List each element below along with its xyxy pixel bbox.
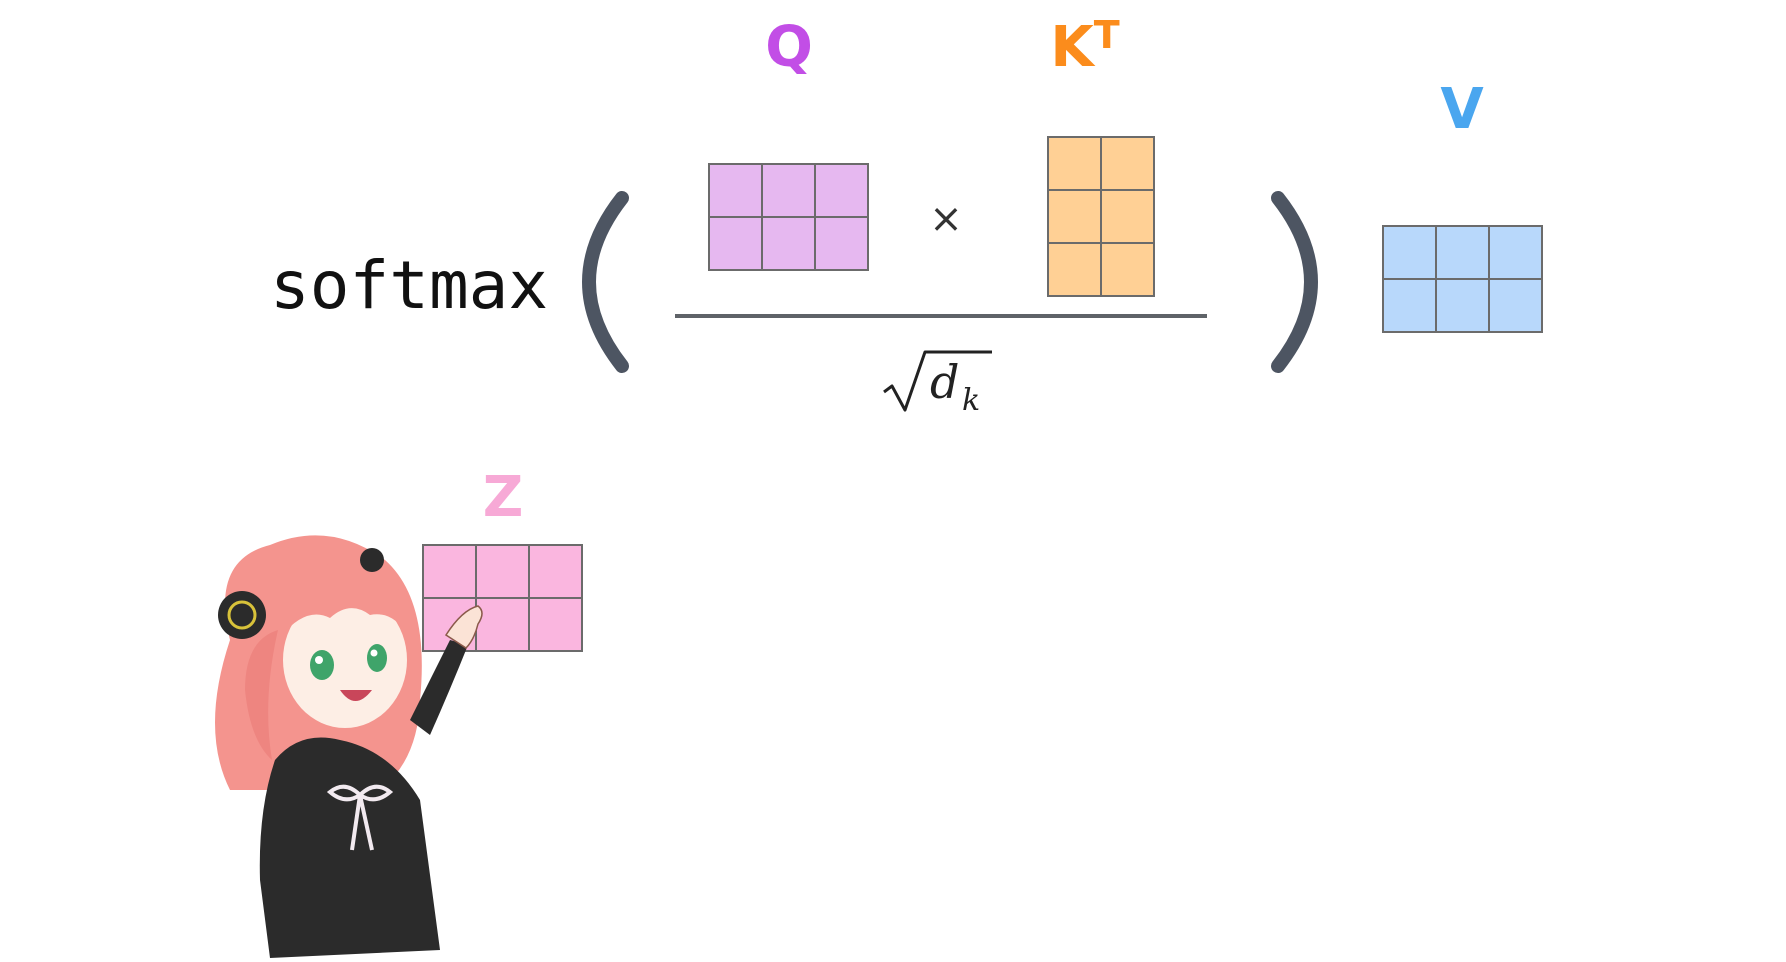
- eye-right: [367, 644, 387, 672]
- left-parenthesis: [582, 191, 629, 373]
- denominator-subscript-k: k: [962, 383, 980, 418]
- face: [283, 592, 407, 728]
- denominator-d: d: [930, 355, 959, 409]
- v-matrix-cell: [1382, 225, 1437, 280]
- sqrt-dk: d k: [883, 350, 992, 418]
- z-matrix-cell: [422, 544, 477, 599]
- z-matrix-cell: [528, 597, 583, 652]
- hair-ornament-left-inner: [227, 600, 257, 630]
- k-label-main: K: [1050, 15, 1096, 80]
- v-matrix-cell: [1488, 225, 1543, 280]
- sqrt-icon: [883, 350, 992, 412]
- q-matrix-cell: [761, 163, 816, 218]
- z-matrix-cell: [528, 544, 583, 599]
- pointing-arm: [410, 640, 468, 735]
- k-matrix-cell: [1047, 242, 1102, 297]
- k-transpose-matrix: [1047, 136, 1155, 297]
- z-matrix-cell: [475, 544, 530, 599]
- anime-girl-pointing-icon: [215, 535, 483, 958]
- v-matrix-cell: [1435, 225, 1490, 280]
- v-matrix-cell: [1488, 278, 1543, 333]
- k-matrix-cell: [1047, 189, 1102, 244]
- q-matrix: [708, 163, 869, 271]
- q-matrix-cell: [761, 216, 816, 271]
- v-matrix-cell: [1382, 278, 1437, 333]
- k-matrix-cell: [1047, 136, 1102, 191]
- pointing-hand: [444, 605, 483, 649]
- q-matrix-cell: [708, 216, 763, 271]
- eye-left: [310, 650, 334, 680]
- q-matrix-cell: [708, 163, 763, 218]
- bow: [326, 784, 394, 851]
- q-matrix-cell: [814, 163, 869, 218]
- q-label: Q: [765, 15, 813, 80]
- v-matrix: [1382, 225, 1543, 333]
- hair-left: [245, 630, 278, 760]
- dress: [259, 737, 440, 958]
- q-matrix-cell: [814, 216, 869, 271]
- k-matrix-cell: [1100, 136, 1155, 191]
- k-matrix-cell: [1100, 189, 1155, 244]
- v-matrix-cell: [1435, 278, 1490, 333]
- hair-ornament-left: [218, 591, 266, 639]
- hair-fringe: [278, 560, 410, 640]
- z-label: Z: [483, 465, 524, 530]
- softmax-text: softmax: [270, 247, 548, 324]
- mouth: [340, 690, 372, 701]
- z-matrix-cell: [475, 597, 530, 652]
- k-matrix-cell: [1100, 242, 1155, 297]
- k-label: KT: [1050, 13, 1119, 80]
- hair-ornament-right: [360, 548, 384, 572]
- v-label: V: [1440, 77, 1484, 142]
- multiply-sign: ×: [929, 196, 963, 242]
- right-parenthesis: [1271, 191, 1318, 373]
- k-label-superscript: T: [1094, 13, 1120, 57]
